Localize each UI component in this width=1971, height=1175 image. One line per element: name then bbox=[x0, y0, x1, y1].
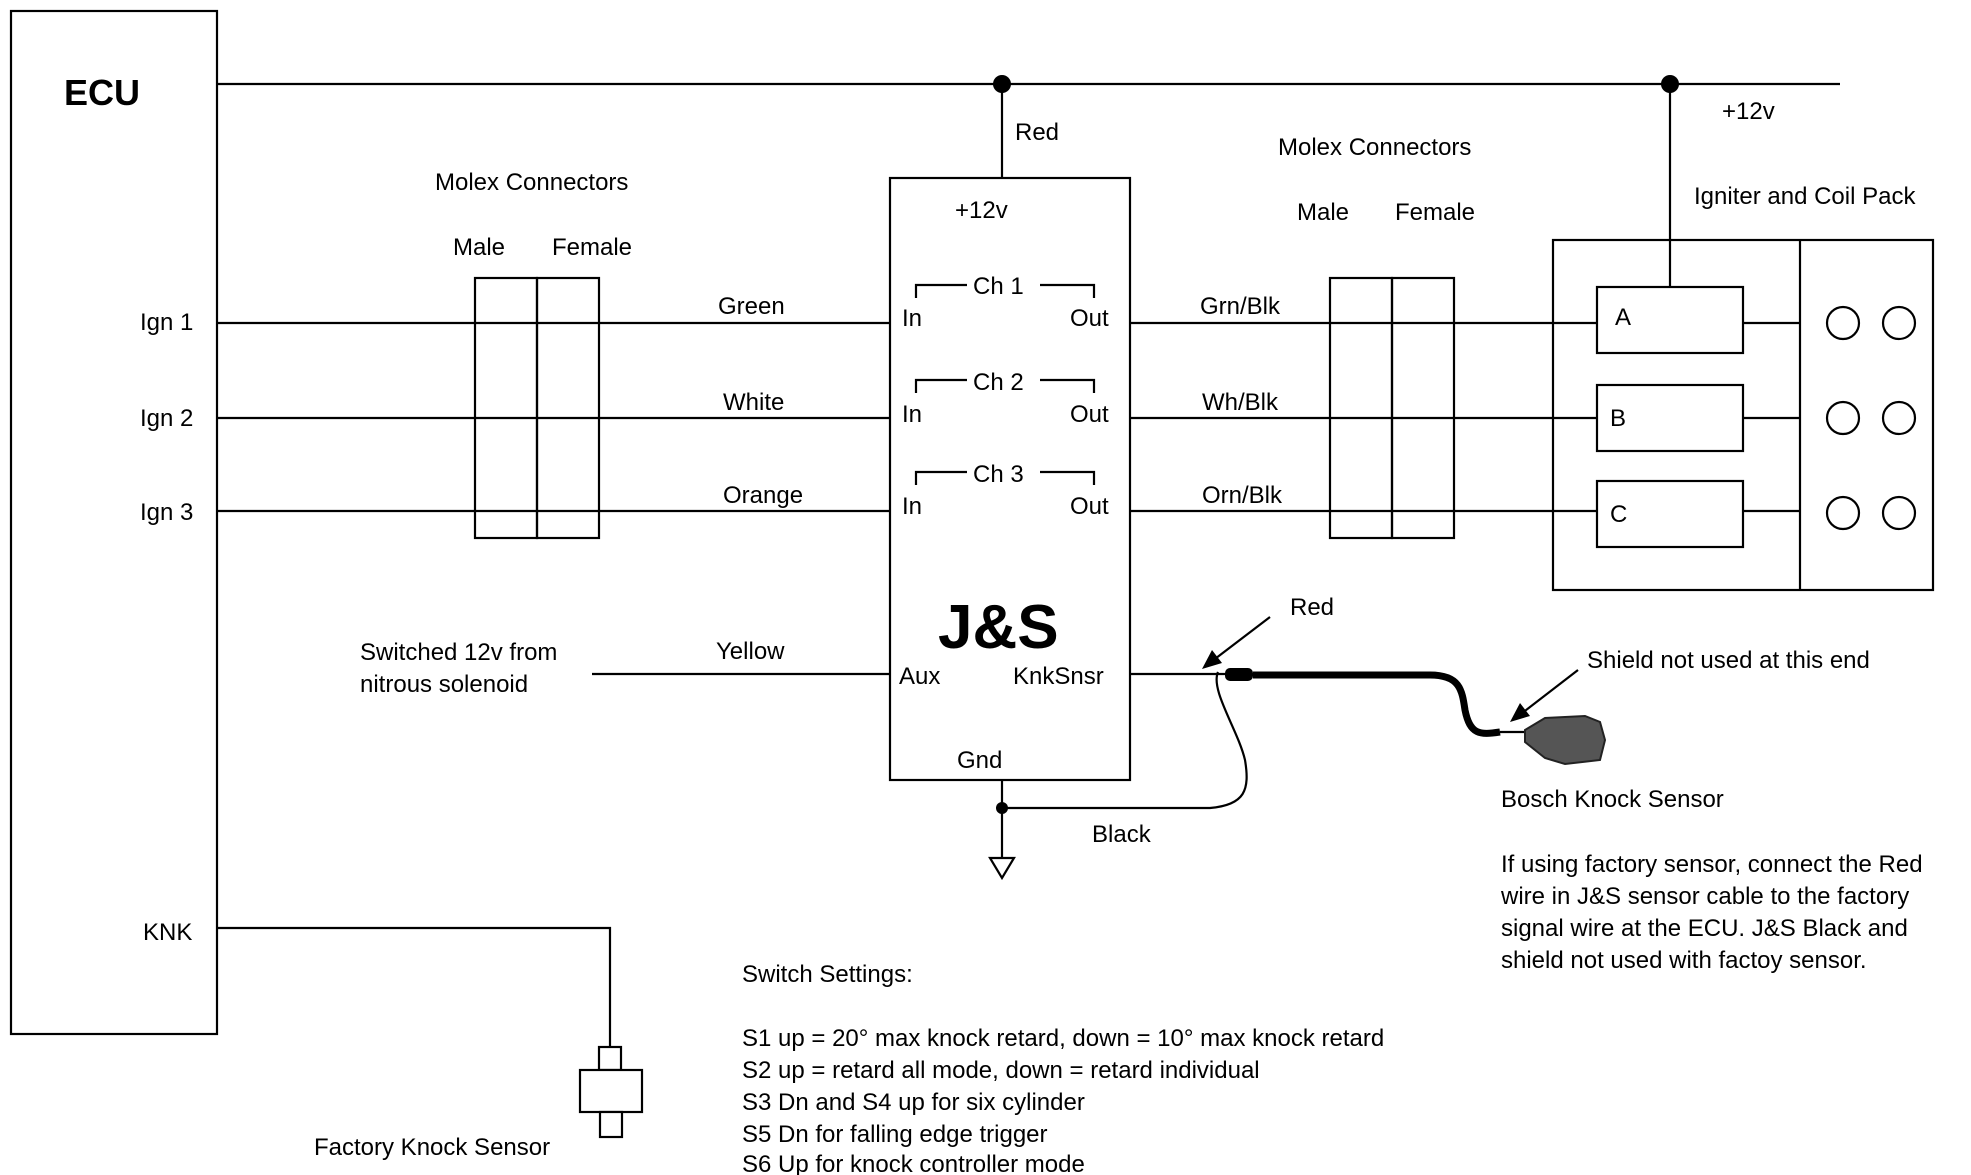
igniter-c-label: C bbox=[1610, 501, 1627, 528]
igniter-a-label: A bbox=[1615, 304, 1631, 331]
coil-terminal bbox=[1825, 305, 1861, 341]
js-ch2-in: In bbox=[902, 401, 922, 428]
js-logo: J&S bbox=[938, 593, 1059, 662]
factory-sensor-label: Factory Knock Sensor bbox=[314, 1134, 550, 1161]
switch-setting-line: S1 up = 20° max knock retard, down = 10°… bbox=[742, 1025, 1384, 1052]
coil-terminal bbox=[1881, 305, 1917, 341]
js-ch2-label: Ch 2 bbox=[973, 369, 1024, 396]
supply-bus: +12v Red bbox=[217, 75, 1840, 287]
yellow-wire-label: Yellow bbox=[716, 638, 785, 665]
coil-terminal bbox=[1825, 400, 1861, 436]
ground: Black bbox=[988, 671, 1248, 881]
switch-setting-line: S6 Up for knock controller mode bbox=[742, 1151, 1085, 1175]
bosch-sensor-name: Bosch Knock Sensor bbox=[1501, 786, 1724, 813]
cable-plug bbox=[1225, 668, 1253, 681]
molex-right: Molex Connectors Male Female bbox=[1278, 134, 1475, 540]
aux-source-line2: nitrous solenoid bbox=[360, 671, 528, 698]
js-ch1-out: Out bbox=[1070, 305, 1109, 332]
white-wire-label: White bbox=[723, 389, 784, 416]
shield-note: Shield not used at this end bbox=[1587, 647, 1870, 674]
molex-right-female: Female bbox=[1395, 199, 1475, 226]
bosch-note-line: wire in J&S sensor cable to the factory bbox=[1500, 883, 1909, 910]
factory-knock-sensor: Factory Knock Sensor bbox=[217, 926, 644, 1161]
molex-left-female: Female bbox=[552, 234, 632, 261]
ignition-input-wires: Green White Orange bbox=[217, 293, 890, 513]
switch-setting-line: S2 up = retard all mode, down = retard i… bbox=[742, 1057, 1260, 1084]
arrow-head bbox=[1202, 650, 1222, 669]
js-ch3-out: Out bbox=[1070, 493, 1109, 520]
arrow-head bbox=[1510, 703, 1530, 722]
supply-12v-label: +12v bbox=[1722, 98, 1775, 125]
switch-setting-line: S5 Dn for falling edge trigger bbox=[742, 1121, 1048, 1148]
igniter-title: Igniter and Coil Pack bbox=[1694, 183, 1916, 210]
grn-blk-wire-label: Grn/Blk bbox=[1200, 293, 1281, 320]
bosch-sensor-shape bbox=[1524, 714, 1607, 766]
molex-left: Molex Connectors Male Female bbox=[435, 169, 632, 540]
switch-settings-title: Switch Settings: bbox=[742, 961, 913, 988]
ground-symbol bbox=[988, 856, 1016, 881]
js-ch1-label: Ch 1 bbox=[973, 273, 1024, 300]
js-ch3-in: In bbox=[902, 493, 922, 520]
bosch-note-line: If using factory sensor, connect the Red bbox=[1501, 851, 1923, 878]
molex-left-title: Molex Connectors bbox=[435, 169, 628, 196]
orange-wire-label: Orange bbox=[723, 482, 803, 509]
coil-terminal bbox=[1881, 495, 1917, 531]
switch-settings: Switch Settings: S1 up = 20° max knock r… bbox=[742, 961, 1384, 1175]
js-ch2-out: Out bbox=[1070, 401, 1109, 428]
js-ch1-in: In bbox=[902, 305, 922, 332]
igniter-b-label: B bbox=[1610, 405, 1626, 432]
igniter-coil-pack: Igniter and Coil Pack A B C bbox=[1551, 183, 1935, 592]
ecu-ign3-label: Ign 3 bbox=[140, 499, 193, 526]
ignition-output-wires: Grn/Blk Wh/Blk Orn/Blk bbox=[1130, 293, 1597, 513]
ecu-knk-label: KNK bbox=[143, 919, 192, 946]
js-knksnsr-label: KnkSnsr bbox=[1013, 663, 1104, 690]
sensor-red-wire-label: Red bbox=[1290, 594, 1334, 621]
js-unit: +12v Ch 1 In Out Ch 2 In Out Ch 3 In Out… bbox=[888, 176, 1132, 782]
molex-left-male: Male bbox=[453, 234, 505, 261]
js-aux-label: Aux bbox=[899, 663, 940, 690]
js-gnd-label: Gnd bbox=[957, 747, 1002, 774]
orn-blk-wire-label: Orn/Blk bbox=[1202, 482, 1283, 509]
ecu-ign1-label: Ign 1 bbox=[140, 309, 193, 336]
knock-sensor-cable: Red Shield not used at this end Bosch Kn… bbox=[1130, 594, 1923, 974]
black-wire-label: Black bbox=[1092, 821, 1152, 848]
wh-blk-wire-label: Wh/Blk bbox=[1202, 389, 1279, 416]
molex-right-title: Molex Connectors bbox=[1278, 134, 1471, 161]
aux-input: Yellow Switched 12v from nitrous solenoi… bbox=[360, 638, 890, 698]
bosch-note-line: signal wire at the ECU. J&S Black and bbox=[1501, 915, 1908, 942]
molex-right-male: Male bbox=[1297, 199, 1349, 226]
red-power-wire-label: Red bbox=[1015, 119, 1059, 146]
aux-source-line1: Switched 12v from bbox=[360, 639, 557, 666]
js-ch3-label: Ch 3 bbox=[973, 461, 1024, 488]
coil-terminal bbox=[1825, 495, 1861, 531]
coil-terminal bbox=[1881, 400, 1917, 436]
ecu-title: ECU bbox=[64, 72, 140, 113]
ecu-ign2-label: Ign 2 bbox=[140, 405, 193, 432]
switch-setting-line: S3 Dn and S4 up for six cylinder bbox=[742, 1089, 1085, 1116]
ecu-block: ECU Ign 1 Ign 2 Ign 3 KNK bbox=[9, 9, 219, 1036]
js-12v-label: +12v bbox=[955, 197, 1008, 224]
green-wire-label: Green bbox=[718, 293, 785, 320]
bosch-note-line: shield not used with factoy sensor. bbox=[1501, 947, 1867, 974]
